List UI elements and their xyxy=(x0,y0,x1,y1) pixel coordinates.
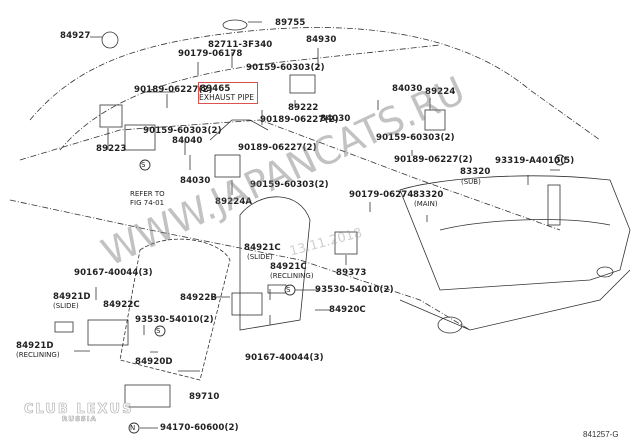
s-symbol-3: S xyxy=(286,286,291,294)
part-84922C-shape xyxy=(87,319,129,346)
s-symbol-2: S xyxy=(556,156,561,164)
part-sub-84921D-reclining: (RECLINING) xyxy=(16,351,60,359)
part-label-89224A[interactable]: 89224A xyxy=(215,197,253,207)
club-lexus-logo: CLUB LEXUS xyxy=(24,402,134,418)
part-label-84927[interactable]: 84927 xyxy=(60,31,91,41)
car-window-line xyxy=(59,44,441,151)
part-label-84921C-slide[interactable]: 84921C xyxy=(244,243,281,253)
n-symbol: N xyxy=(130,424,136,432)
part-label-93319-A4010[interactable]: 93319-A4010(5) xyxy=(495,156,575,166)
highlight-part-name: EXHAUST PIPE xyxy=(199,93,255,102)
exhaust-sensor-wire xyxy=(209,119,269,141)
s-mark-1 xyxy=(139,159,151,171)
part-sub-84921D-slide: (SLIDE) xyxy=(53,302,79,310)
part-label-89223[interactable]: 89223 xyxy=(96,144,127,154)
seat-back xyxy=(239,196,311,331)
s-symbol-1: S xyxy=(141,161,146,169)
part-label-90189-06227-c[interactable]: 90189-06227(2) xyxy=(238,143,317,153)
part-89224A-shape xyxy=(214,154,241,178)
part-label-93530-54010-b[interactable]: 93530-54010(2) xyxy=(315,285,394,295)
car-trunk xyxy=(439,219,611,231)
part-label-89373[interactable]: 89373 xyxy=(336,268,367,278)
part-label-84040[interactable]: 84040 xyxy=(172,136,203,146)
part-label-84030-a[interactable]: 84030 xyxy=(320,114,351,124)
reference-note-line2: FIG 74-01 xyxy=(130,199,165,207)
part-84927-shape xyxy=(101,31,119,49)
part-label-84921D-slide[interactable]: 84921D xyxy=(53,292,91,302)
part-label-84920C[interactable]: 84920C xyxy=(329,305,366,315)
part-89373-shape xyxy=(334,231,358,255)
part-label-90167-40044-b[interactable]: 90167-40044(3) xyxy=(245,353,324,363)
part-label-90159-60303-b[interactable]: 90159-60303(2) xyxy=(143,126,222,136)
car-roof-line xyxy=(29,27,601,141)
part-label-90179-06178[interactable]: 90179-06178 xyxy=(178,49,243,59)
part-label-82711-3F340[interactable]: 82711-3F340 xyxy=(208,40,273,50)
part-label-90159-60303-c[interactable]: 90159-60303(2) xyxy=(376,133,455,143)
part-label-90159-60303-d[interactable]: 90159-60303(2) xyxy=(250,180,329,190)
part-84921D-shape xyxy=(54,321,74,333)
club-lexus-logo-sub: RUSSIA xyxy=(62,415,97,424)
car-bumper xyxy=(399,269,631,331)
part-label-89710[interactable]: 89710 xyxy=(189,392,220,402)
highlight-box xyxy=(198,82,258,104)
part-label-84922C[interactable]: 84922C xyxy=(103,300,140,310)
part-label-89222[interactable]: 89222 xyxy=(288,103,319,113)
part-label-90189-06227-d[interactable]: 90189-06227(2) xyxy=(394,155,473,165)
part-label-90167-40044-a[interactable]: 90167-40044(3) xyxy=(74,268,153,278)
part-sub-83320-main: (MAIN) xyxy=(414,200,438,208)
car-rear xyxy=(399,175,631,291)
part-label-84030-c[interactable]: 84030 xyxy=(180,176,211,186)
part-sub-83320-sub: (SUB) xyxy=(461,178,481,186)
part-89755-shape xyxy=(222,19,248,31)
part-label-90189-06227-a[interactable]: 90189-06227(2) xyxy=(134,85,213,95)
part-sub-84921C-slide: (SLIDE) xyxy=(247,253,273,261)
part-label-89755[interactable]: 89755 xyxy=(275,18,306,28)
seat-rear xyxy=(119,238,231,381)
part-label-84920D[interactable]: 84920D xyxy=(135,357,173,367)
rear-wheel xyxy=(437,316,463,334)
car-door-line xyxy=(19,119,561,231)
n-mark xyxy=(128,422,140,434)
part-switch-shape xyxy=(124,124,156,151)
s-mark-4 xyxy=(154,325,166,337)
part-label-83320-main[interactable]: 83320 xyxy=(413,190,444,200)
part-label-89465[interactable]: 89465 xyxy=(200,84,231,94)
s-symbol-4: S xyxy=(156,327,161,335)
part-label-84921D-reclining[interactable]: 84921D xyxy=(16,341,54,351)
figure-id: 841257-G xyxy=(583,430,619,439)
part-89710-shape xyxy=(124,384,171,408)
part-84922B-shape xyxy=(231,292,263,316)
reference-note-line1: REFER TO xyxy=(130,190,165,198)
part-sub-84921C-reclining: (RECLINING) xyxy=(270,272,314,280)
car-side-line xyxy=(9,199,471,331)
part-label-90189-06227-b[interactable]: 90189-06227(2) xyxy=(260,115,339,125)
part-label-84030-b[interactable]: 84030 xyxy=(392,84,423,94)
part-label-84921C-reclining[interactable]: 84921C xyxy=(270,262,307,272)
part-89224-shape xyxy=(424,109,446,131)
part-89223-shape xyxy=(99,104,123,128)
part-label-93530-54010-a[interactable]: 93530-54010(2) xyxy=(135,315,214,325)
part-label-84930[interactable]: 84930 xyxy=(306,35,337,45)
part-83320sub-shape xyxy=(547,184,561,226)
s-mark-2 xyxy=(554,154,566,166)
part-label-90159-60303-a[interactable]: 90159-60303(2) xyxy=(246,63,325,73)
part-84921C-shape xyxy=(267,284,287,294)
exhaust-tip xyxy=(596,266,614,278)
part-label-94170-60600[interactable]: 94170-60600(2) xyxy=(160,423,239,433)
part-label-84922B[interactable]: 84922B xyxy=(180,293,218,303)
part-89222-shape xyxy=(289,74,316,94)
part-label-90179-06274[interactable]: 90179-06274 xyxy=(349,190,414,200)
part-label-83320-sub[interactable]: 83320 xyxy=(460,167,491,177)
s-mark-3 xyxy=(284,284,296,296)
part-label-89224[interactable]: 89224 xyxy=(425,87,456,97)
